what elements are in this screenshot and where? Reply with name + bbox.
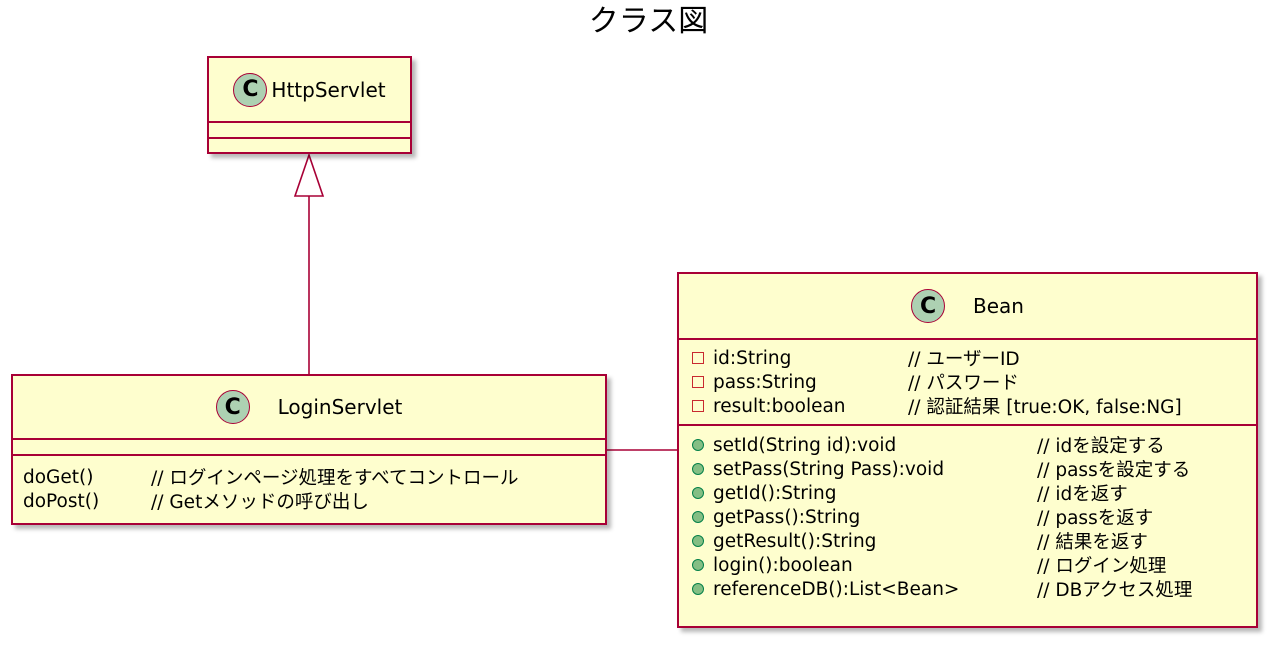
field-signature: id:String xyxy=(713,347,792,369)
method-row: setPass(String Pass):void // passを設定する xyxy=(692,457,1256,481)
method-row: setId(String id):void // idを設定する xyxy=(692,433,1256,457)
method-signature: setId(String id):void xyxy=(713,434,897,456)
method-comment: // idを返す xyxy=(1037,484,1128,505)
method-row: getPass():String // passを返す xyxy=(692,505,1256,529)
method-row: getId():String // idを返す xyxy=(692,481,1256,505)
class-fields xyxy=(209,123,410,139)
public-visibility-icon xyxy=(692,439,704,451)
method-signature: getId():String xyxy=(713,482,837,504)
method-comment: // idを設定する xyxy=(1037,436,1165,457)
class-stereotype-icon: C xyxy=(215,390,250,424)
method-comment: // Getメソッドの呼び出し xyxy=(151,492,369,513)
field-comment: // ユーザーID xyxy=(908,349,1020,370)
method-comment: // DBアクセス処理 xyxy=(1037,580,1193,601)
private-visibility-icon xyxy=(692,376,704,388)
class-fields xyxy=(13,440,605,456)
class-fields: id:String // ユーザーID pass:String // パスワード… xyxy=(679,340,1256,426)
method-row: login():boolean // ログイン処理 xyxy=(692,553,1256,577)
class-header: C HttpServlet xyxy=(209,58,410,123)
public-visibility-icon xyxy=(692,535,704,547)
private-visibility-icon xyxy=(692,352,704,364)
method-comment: // 結果を返す xyxy=(1037,532,1148,553)
public-visibility-icon xyxy=(692,559,704,571)
class-name: Bean xyxy=(973,294,1024,318)
class-stereotype-icon: C xyxy=(911,289,946,323)
method-row: doGet() // ログインページ処理をすべてコントロール xyxy=(23,465,605,490)
private-visibility-icon xyxy=(692,400,704,412)
method-signature: setPass(String Pass):void xyxy=(713,458,945,480)
diagram-title: クラス図 xyxy=(588,4,709,39)
method-row: getResult():String // 結果を返す xyxy=(692,529,1256,553)
field-comment: // 認証結果 [true:OK, false:NG] xyxy=(908,397,1182,418)
field-row: id:String // ユーザーID xyxy=(692,346,1256,370)
field-signature: pass:String xyxy=(713,371,817,393)
class-methods xyxy=(209,139,410,152)
public-visibility-icon xyxy=(692,511,704,523)
class-httpservlet[interactable]: C HttpServlet xyxy=(207,56,412,154)
public-visibility-icon xyxy=(692,463,704,475)
field-comment: // パスワード xyxy=(908,373,1019,394)
method-signature: getPass():String xyxy=(713,506,861,528)
method-comment: // ログイン処理 xyxy=(1037,556,1167,577)
method-signature: getResult():String xyxy=(713,530,877,552)
field-row: result:boolean // 認証結果 [true:OK, false:N… xyxy=(692,394,1256,418)
class-header: C LoginServlet xyxy=(13,376,605,440)
method-signature: doPost() xyxy=(23,490,100,512)
class-bean[interactable]: C Bean id:String // ユーザーID pass:String /… xyxy=(677,272,1258,628)
field-signature: result:boolean xyxy=(713,395,846,417)
method-signature: referenceDB():List<Bean> xyxy=(713,578,960,600)
class-header: C Bean xyxy=(679,274,1256,340)
method-row: doPost() // Getメソッドの呼び出し xyxy=(23,489,605,514)
public-visibility-icon xyxy=(692,583,704,595)
generalization-arrowhead xyxy=(293,152,325,197)
method-signature: login():boolean xyxy=(713,554,853,576)
class-methods: doGet() // ログインページ処理をすべてコントロール doPost() … xyxy=(13,456,605,514)
class-name: HttpServlet xyxy=(271,77,386,102)
class-methods: setId(String id):void // idを設定する setPass… xyxy=(679,426,1256,601)
class-stereotype-icon: C xyxy=(233,72,268,107)
public-visibility-icon xyxy=(692,487,704,499)
class-loginservlet[interactable]: C LoginServlet doGet() // ログインページ処理をすべてコ… xyxy=(11,374,607,525)
method-row: referenceDB():List<Bean> // DBアクセス処理 xyxy=(692,577,1256,601)
field-row: pass:String // パスワード xyxy=(692,370,1256,394)
method-comment: // passを設定する xyxy=(1037,460,1191,481)
class-name: LoginServlet xyxy=(277,395,403,419)
method-comment: // ログインページ処理をすべてコントロール xyxy=(151,468,519,489)
method-comment: // passを返す xyxy=(1037,508,1154,529)
method-signature: doGet() xyxy=(23,466,94,488)
